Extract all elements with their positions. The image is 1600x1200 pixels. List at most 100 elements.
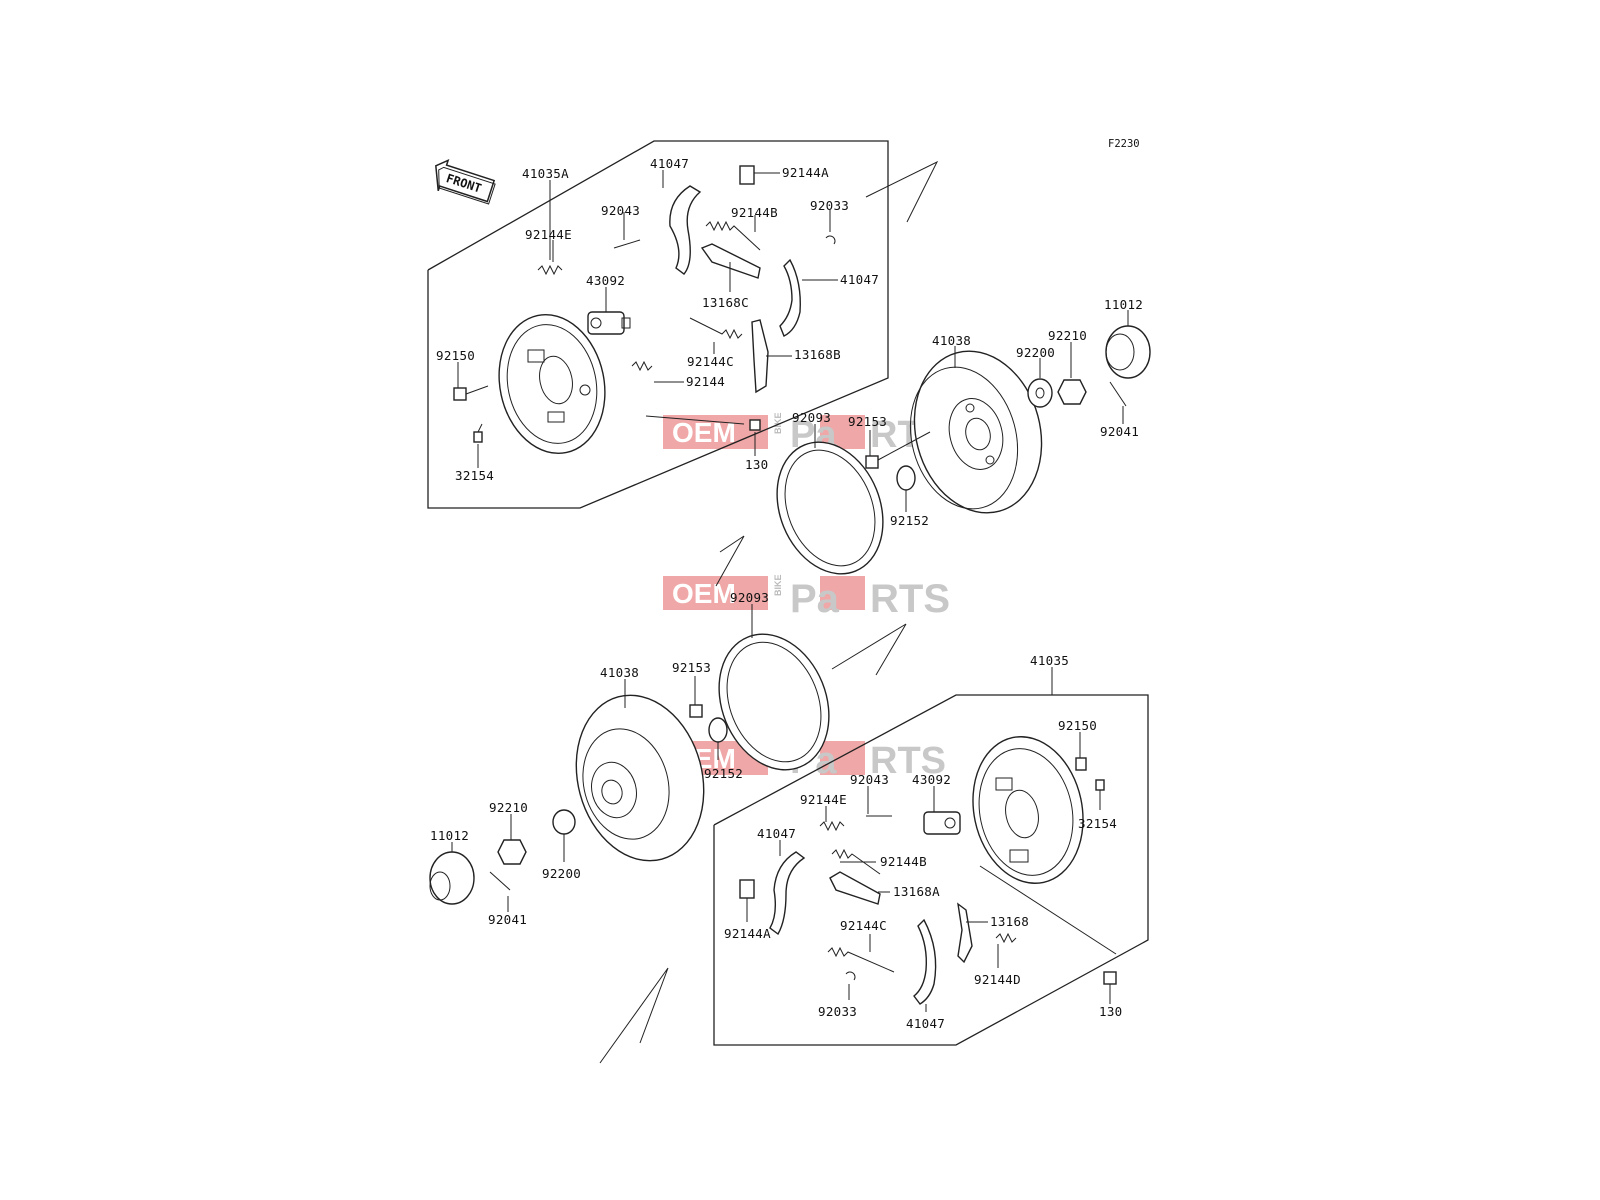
part-label-92093: 92093 [730, 590, 769, 605]
part-label-92043: 92043 [850, 772, 889, 787]
part-label-92144C: 92144C [840, 918, 887, 933]
part-label-92144E: 92144E [525, 227, 572, 242]
washer-92200-bottom [552, 809, 576, 835]
part-label-92033: 92033 [818, 1004, 857, 1019]
spring-92144E-bottom [819, 820, 845, 832]
spring-92144C-bottom [827, 946, 895, 973]
wheel-cylinder-bottom [923, 811, 961, 835]
spring-92144B-bottom [831, 848, 881, 875]
part-label-43092: 43092 [586, 273, 625, 288]
part-label-13168B: 13168B [794, 347, 841, 362]
clip-92033-bottom [845, 971, 856, 981]
part-label-92153: 92153 [848, 414, 887, 429]
backing-plate-bottom [972, 736, 1084, 884]
part-label-13168: 13168 [990, 914, 1029, 929]
watermark-2: OEM BIKE Pa RTS [663, 574, 950, 621]
lever-13168B [751, 319, 769, 394]
backing-plate-top [498, 313, 606, 455]
pin-92041-top [1109, 381, 1127, 407]
watermark-oem: OEM [672, 578, 736, 609]
frame-break-mid [831, 623, 907, 676]
front-arrow-icon: FRONT [435, 158, 496, 205]
part-label-130: 130 [745, 457, 768, 472]
bolt-top [453, 385, 489, 401]
diagram-code: F2230 [1108, 138, 1140, 150]
wheel-cylinder-top [587, 311, 631, 335]
part-label-41035A: 41035A [522, 166, 569, 181]
part-label-41047: 41047 [650, 156, 689, 171]
spring-92144C-top [689, 317, 743, 340]
part-label-92150: 92150 [1058, 718, 1097, 733]
brake-shoe-top-2 [779, 258, 801, 337]
cap-11012-top [1105, 325, 1151, 379]
part-label-11012: 11012 [430, 828, 469, 843]
brake-shoe-top-1 [669, 185, 702, 275]
part-label-92150: 92150 [436, 348, 475, 363]
part-label-92033: 92033 [810, 198, 849, 213]
part-label-92152: 92152 [890, 513, 929, 528]
spring-92144D-bottom [995, 932, 1017, 944]
watermark-bike: BIKE [773, 412, 783, 434]
bleeder-top [473, 423, 483, 443]
part-label-92041: 92041 [488, 912, 527, 927]
washer-92200-top [1027, 378, 1053, 408]
part-label-92041: 92041 [1100, 424, 1139, 439]
stud-92153-top [865, 431, 931, 469]
part-label-41047: 41047 [757, 826, 796, 841]
part-label-92200: 92200 [542, 866, 581, 881]
bolt-92150-bottom [1075, 757, 1087, 771]
seal-92152-top [896, 465, 916, 491]
labels-bottom: 92093 41035 41038 92153 92150 92152 9204… [430, 590, 1122, 1031]
bolt-130-bottom [1103, 971, 1117, 985]
seal-92152-bottom [708, 717, 728, 743]
part-label-92144B: 92144B [731, 205, 778, 220]
nut-92210-bottom [497, 839, 527, 865]
part-label-92144: 92144 [686, 374, 725, 389]
clip-92144A-bottom [739, 879, 755, 899]
part-label-32154: 32154 [1078, 816, 1117, 831]
part-label-41047: 41047 [906, 1016, 945, 1031]
part-label-11012: 11012 [1104, 297, 1143, 312]
leader-lines [451, 170, 1129, 1012]
part-label-92144E: 92144E [800, 792, 847, 807]
part-label-92210: 92210 [1048, 328, 1087, 343]
part-label-92144A: 92144A [782, 165, 829, 180]
part-label-92144B: 92144B [880, 854, 927, 869]
clip-92144A-top [739, 165, 755, 185]
frame-break-seal [715, 535, 745, 587]
part-label-13168C: 13168C [702, 295, 749, 310]
cap-11012-bottom [429, 851, 475, 905]
pin-92043-top [613, 239, 641, 249]
watermark-oem: OEM [672, 417, 736, 448]
pin-92041-bottom [489, 871, 511, 891]
watermark-bike: BIKE [773, 574, 783, 596]
lever-13168 [957, 902, 973, 964]
brake-drum-bottom [575, 694, 705, 862]
part-label-92210: 92210 [489, 800, 528, 815]
brake-drum-top [909, 350, 1043, 514]
watermark-rts: RTS [870, 577, 950, 621]
part-label-13168A: 13168A [893, 884, 940, 899]
nut-92210-top [1057, 379, 1087, 405]
bolt-130-top [749, 419, 761, 431]
spring-92144-top [631, 360, 653, 372]
bottom-assembly-frame [713, 694, 1149, 1046]
part-label-92153: 92153 [672, 660, 711, 675]
bleeder-32154-bottom [1095, 779, 1105, 791]
part-label-32154: 32154 [455, 468, 494, 483]
top-assembly-frame [427, 140, 889, 509]
part-label-92152: 92152 [704, 766, 743, 781]
spring-92144B-top [705, 220, 761, 251]
part-label-41038: 41038 [600, 665, 639, 680]
brake-shoe-bottom-1 [769, 851, 806, 936]
part-label-92043: 92043 [601, 203, 640, 218]
part-label-43092: 43092 [912, 772, 951, 787]
watermark-pa: Pa [790, 577, 840, 621]
seal-ring-92093-top [776, 441, 884, 575]
part-label-92144C: 92144C [687, 354, 734, 369]
watermark-rts: RTS [870, 740, 946, 782]
frame-break-top [865, 160, 939, 223]
part-label-41035: 41035 [1030, 653, 1069, 668]
